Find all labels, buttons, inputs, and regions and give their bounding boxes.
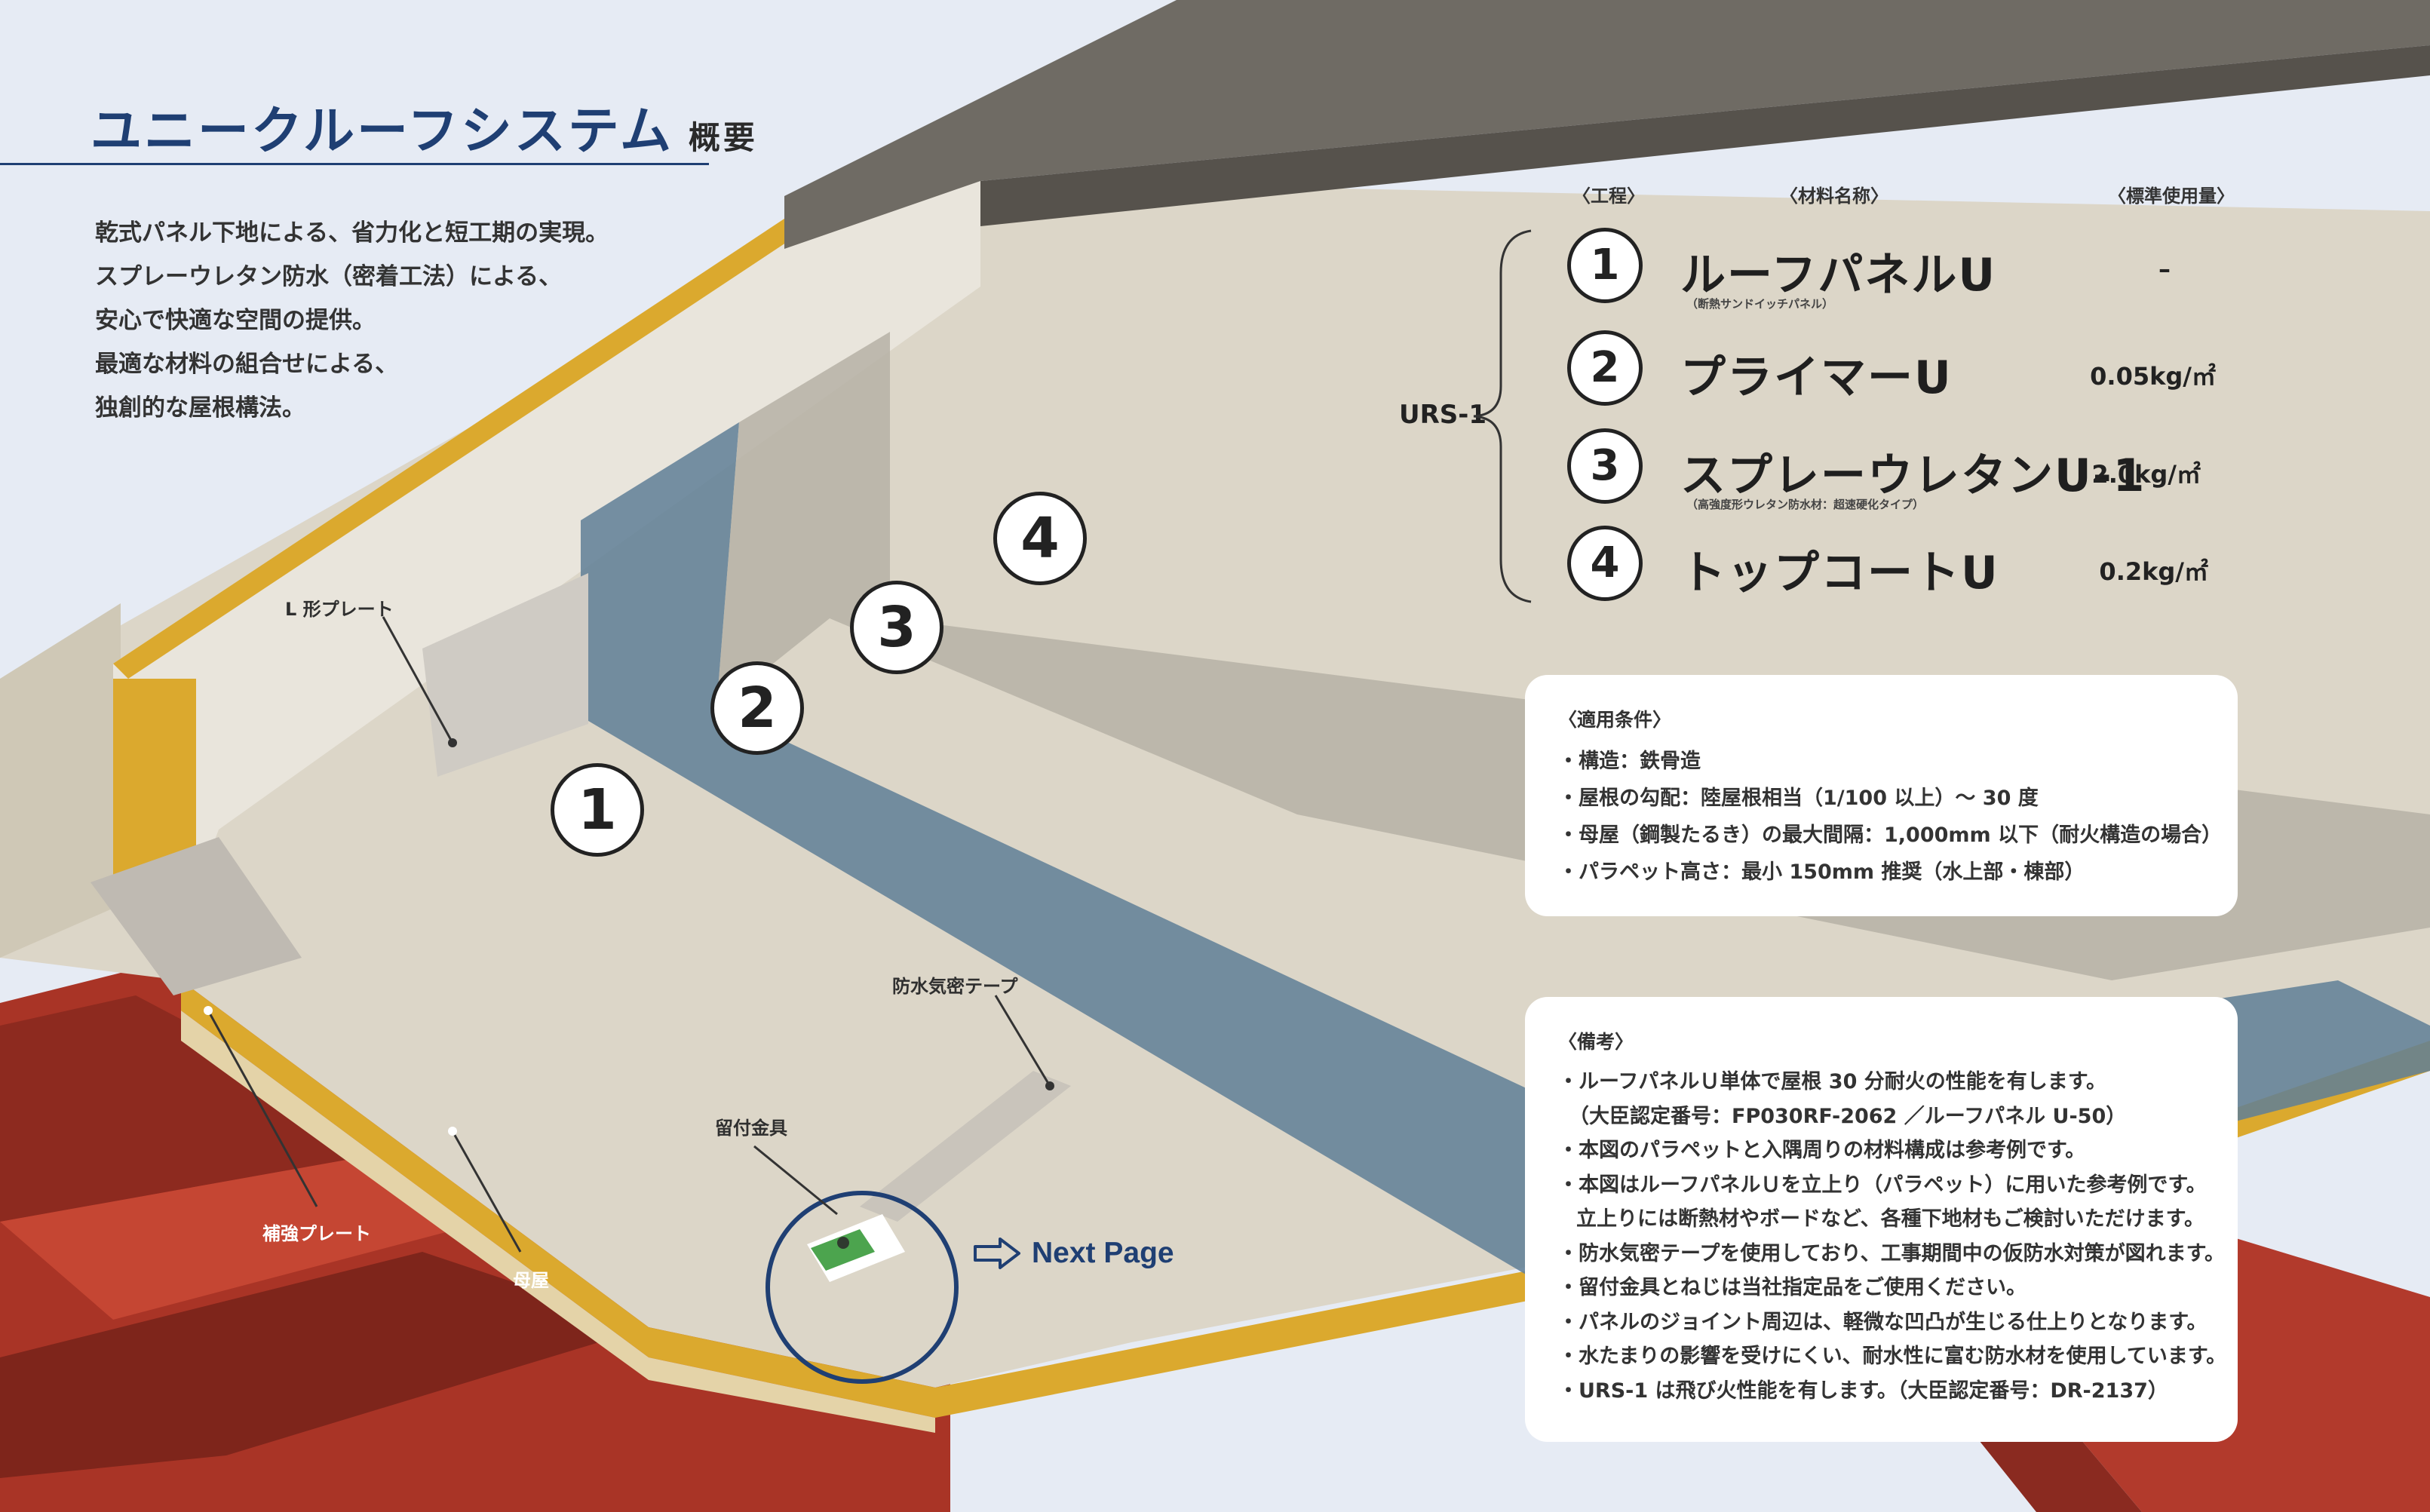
header-amount: 〈標準使用量〉: [2108, 186, 2235, 207]
next-page-link[interactable]: Next Page: [973, 1237, 1174, 1270]
remarks-heading: 〈備考〉: [1558, 1031, 1634, 1053]
remark-line: ・留付金具とねじは当社指定品をご使用ください。: [1558, 1276, 2027, 1299]
step-number: 3: [1567, 428, 1643, 504]
intro-line: 乾式パネル下地による、省力化と短工期の実現。: [95, 219, 609, 247]
leader-dots: [204, 738, 1054, 1136]
leader-lines: [207, 616, 1051, 1253]
remark-line: ・ルーフパネルＵ単体で屋根 30 分耐火の性能を有します。: [1558, 1070, 2107, 1093]
material-row-1: 1 ルーフパネルU （断熱サンドイッチパネル） –: [1567, 228, 2216, 312]
parapet: [113, 0, 2430, 912]
intro-line: 安心で快適な空間の提供。: [95, 307, 376, 334]
callout-1: 1: [551, 763, 644, 857]
header-process: 〈工程〉: [1572, 186, 1645, 207]
page-title: ユニークルーフシステム概要: [91, 89, 758, 164]
label-reinforcement-plate: 補強プレート: [262, 1223, 371, 1244]
title-suffix: 概要: [688, 119, 758, 156]
remark-line: ・本図のパラペットと入隅周りの材料構成は参考例です。: [1558, 1139, 2086, 1162]
condition-line: ・パラペット高さ：最小 150mm 推奨（水上部・棟部）: [1558, 860, 2085, 884]
next-page-label: Next Page: [1032, 1237, 1174, 1269]
remark-line: ・水たまりの影響を受けにくい、耐水性に富む防水材を使用しています。: [1558, 1345, 2227, 1368]
intro-line: スプレーウレタン防水（密着工法）による、: [95, 263, 563, 290]
step-number: 2: [1567, 330, 1643, 406]
l-plate: [422, 573, 588, 777]
title-underline: [0, 163, 709, 165]
material-name: ルーフパネルU: [1680, 249, 1997, 302]
remark-line: ・本図はルーフパネルＵを立上り（パラペット）に用いた参考例です。: [1558, 1173, 2207, 1197]
material-name: プライマーU: [1680, 351, 1953, 404]
material-amount: 0.05kg/㎡: [2090, 362, 2216, 391]
remarks-card: 〈備考〉 ・ルーフパネルＵ単体で屋根 30 分耐火の性能を有します。 （大臣認定…: [1525, 997, 2238, 1442]
material-row-4: 4 トップコートU 0.2kg/㎡: [1567, 526, 2216, 610]
conditions-card: 〈適用条件〉 ・構造：鉄骨造 ・屋根の勾配：陸屋根相当（1/100 以上）～ 3…: [1525, 675, 2238, 916]
fastener-detail: [766, 1191, 959, 1384]
conditions-heading: 〈適用条件〉: [1558, 709, 1672, 731]
step-number: 1: [1567, 228, 1643, 303]
callout-4: 4: [993, 492, 1087, 585]
label-l-plate: L 形プレート: [285, 599, 394, 620]
step-number: 4: [1567, 526, 1643, 601]
label-purlin: 母屋: [513, 1270, 549, 1291]
reinforcement-plate: [91, 837, 302, 995]
material-row-2: 2 プライマーU 0.05kg/㎡: [1567, 330, 2216, 415]
condition-line: ・母屋（鋼製たるき）の最大間隔：1,000mm 以下（耐火構造の場合）: [1558, 823, 2223, 847]
bracket-brace: [1473, 229, 1532, 603]
arrow-right-icon: [974, 1238, 1020, 1269]
remark-line: ・防水気密テープを使用しており、工事期間中の仮防水対策が図れます。: [1558, 1241, 2225, 1265]
system-label: URS-1: [1399, 400, 1487, 430]
material-note: （高強度形ウレタン防水材：超速硬化タイプ）: [1686, 498, 1925, 511]
title-main: ユニークルーフシステム: [91, 102, 673, 161]
material-note: （断熱サンドイッチパネル）: [1686, 297, 1834, 311]
remark-line: （大臣認定番号：FP030RF-2062 ／ルーフパネル U-50）: [1569, 1104, 2127, 1128]
callout-2: 2: [710, 661, 804, 755]
label-fastener: 留付金具: [715, 1118, 787, 1139]
waterproof-tape-strip: [860, 1071, 1071, 1222]
material-row-3: 3 スプレーウレタンU-1 （高強度形ウレタン防水材：超速硬化タイプ） 2.0k…: [1567, 428, 2216, 513]
material-name: スプレーウレタンU-1: [1680, 449, 2146, 502]
callout-3: 3: [850, 581, 943, 674]
material-amount: –: [2158, 255, 2171, 284]
header-material-name: 〈材料名称〉: [1780, 186, 1888, 207]
label-waterproof-tape: 防水気密テープ: [892, 976, 1018, 997]
remark-line: ・パネルのジョイント周辺は、軽微な凹凸が生じる仕上りとなります。: [1558, 1310, 2208, 1334]
condition-line: ・屋根の勾配：陸屋根相当（1/100 以上）～ 30 度: [1558, 787, 2039, 810]
intro-line: 最適な材料の組合せによる、: [95, 351, 399, 378]
remark-line: 立上りには断熱材やボードなど、各種下地材もご検討いただけます。: [1576, 1207, 2204, 1231]
remark-line: ・URS-1 は飛び火性能を有します。（大臣認定番号：DR-2137）: [1558, 1379, 2168, 1403]
material-amount: 0.2kg/㎡: [2099, 557, 2208, 586]
material-amount: 2.0kg/㎡: [2091, 460, 2201, 489]
condition-line: ・構造：鉄骨造: [1558, 750, 1701, 773]
material-name: トップコートU: [1680, 547, 1999, 600]
intro-line: 独創的な屋根構法。: [95, 394, 305, 422]
intro-text: 乾式パネル下地による、省力化と短工期の実現。 スプレーウレタン防水（密着工法）に…: [95, 211, 609, 430]
